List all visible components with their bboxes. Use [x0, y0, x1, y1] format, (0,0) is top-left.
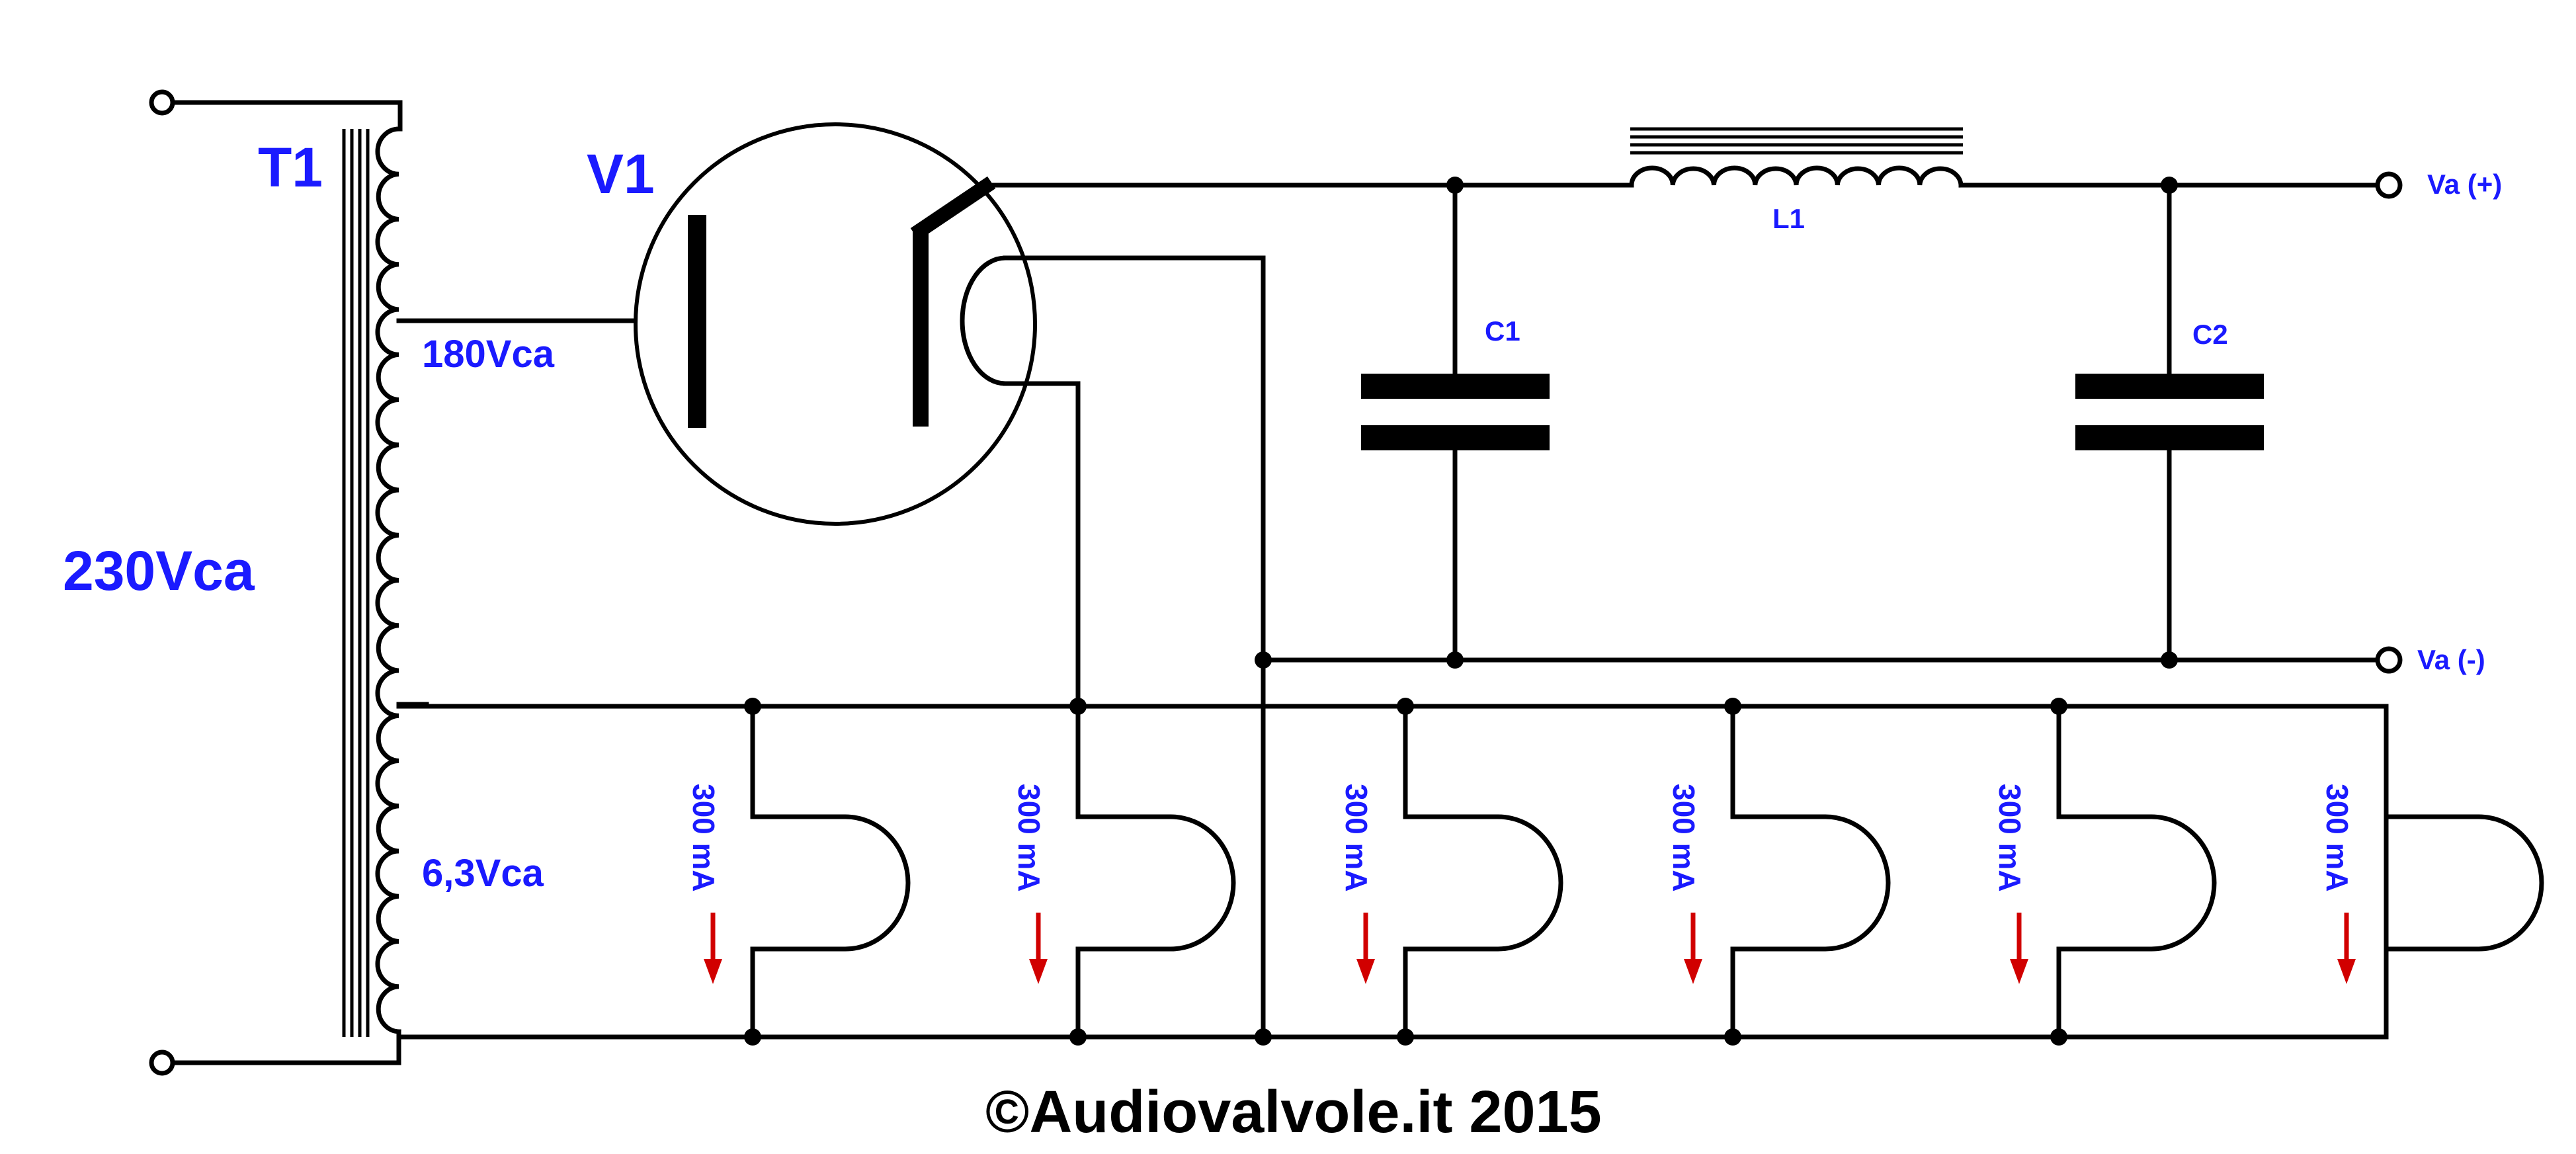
capacitor-c1-bottom-plate — [1361, 425, 1550, 450]
heater-current-label: 300 mA — [1993, 784, 2027, 892]
primary-terminal-bottom — [149, 1050, 175, 1076]
transformer-core — [342, 129, 370, 1037]
heater-current-label: 300 mA — [1339, 784, 1374, 892]
current-arrow-head — [2010, 959, 2028, 984]
rectifier-label: V1 — [587, 143, 655, 205]
junction-dot — [1255, 1028, 1272, 1046]
junction-dot — [744, 1028, 761, 1046]
junction-dot — [1069, 1028, 1087, 1046]
c2-label: C2 — [2192, 319, 2228, 350]
heater-current-label: 300 mA — [1012, 784, 1046, 892]
heater-loads: 300 mA 300 mA 300 mA 300 mA 300 mA 300 mA — [686, 704, 2544, 1040]
c1-label: C1 — [1485, 315, 1520, 347]
heater-filament — [1075, 704, 1236, 1040]
tube-cathode — [913, 230, 929, 427]
tube-envelope — [634, 122, 1037, 526]
tube-heater — [960, 255, 1008, 386]
capacitor-c1-top-plate — [1361, 374, 1550, 399]
output-positive-terminal — [2375, 171, 2403, 199]
junction-dot — [2161, 177, 2178, 194]
junction-dot — [2050, 1028, 2067, 1046]
current-arrow-head — [704, 959, 722, 984]
heater-filament — [2384, 704, 2544, 1040]
junction-dot — [1724, 698, 1741, 715]
heater-current-label: 300 mA — [2320, 784, 2354, 892]
primary-terminal-top — [149, 89, 175, 116]
heater-load: 300 mA — [1667, 704, 1891, 1040]
tube-anode — [688, 215, 706, 428]
heater-load: 300 mA — [686, 704, 911, 1040]
heater-load: 300 mA — [2320, 704, 2544, 1040]
heater-current-label: 300 mA — [1667, 784, 1701, 892]
capacitor-c2-bottom-plate — [2075, 425, 2264, 450]
inductor-core — [1630, 127, 1963, 155]
heater-filament — [2056, 704, 2217, 1040]
heater-load: 300 mA — [1012, 704, 1236, 1040]
junction-dot — [2161, 651, 2178, 669]
transformer-winding — [375, 126, 401, 1034]
l1-label: L1 — [1772, 203, 1805, 234]
hv-secondary-label: 180Vca — [422, 333, 555, 376]
output-negative-terminal — [2375, 646, 2403, 674]
junction-dot — [1724, 1028, 1741, 1046]
output-terminals: Va (+) Va (-) — [2375, 169, 2502, 675]
primary-voltage-label: 230Vca — [63, 540, 255, 602]
heater-filament — [1730, 704, 1891, 1040]
filter-network: C1 L1 C2 — [1261, 127, 2380, 663]
current-arrow-head — [1356, 959, 1375, 984]
copyright-text: ©Audiovalvole.it 2015 — [985, 1079, 1602, 1145]
junction-dot — [1446, 177, 1464, 194]
junction-dot — [1397, 698, 1414, 715]
transformer-t1: T1 230Vca 180Vca 6,3Vca — [63, 89, 638, 1076]
heater-circuit: 300 mA 300 mA 300 mA 300 mA 300 mA 300 mA — [396, 704, 2544, 1040]
heater-load: 300 mA — [1339, 704, 1563, 1040]
inductor-l1 — [1629, 165, 1964, 188]
heater-secondary-label: 6,3Vca — [422, 852, 544, 895]
junction-dot — [1255, 651, 1272, 669]
capacitor-c2-top-plate — [2075, 374, 2264, 399]
heater-load: 300 mA — [1993, 704, 2217, 1040]
current-arrow-head — [1684, 959, 1702, 984]
current-arrow-head — [1029, 959, 1048, 984]
output-negative-label: Va (-) — [2417, 644, 2485, 675]
junction-dot — [1446, 651, 1464, 669]
current-arrow-head — [2337, 959, 2356, 984]
transformer-label: T1 — [258, 136, 323, 198]
rectifier-v1: V1 — [587, 122, 1458, 1038]
junction-dot — [744, 698, 761, 715]
output-positive-label: Va (+) — [2427, 169, 2502, 200]
heater-filament — [1403, 704, 1563, 1040]
junction-dot — [1069, 698, 1087, 715]
heater-current-label: 300 mA — [686, 784, 721, 892]
junction-dots — [744, 177, 2178, 1046]
heater-filament — [750, 704, 911, 1040]
junction-dot — [1397, 1028, 1414, 1046]
junction-dot — [2050, 698, 2067, 715]
